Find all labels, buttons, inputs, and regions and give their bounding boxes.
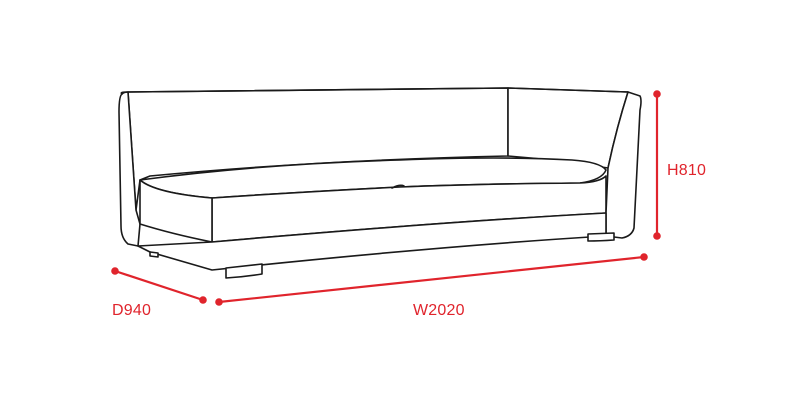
sofa-right-arm-outer bbox=[605, 91, 642, 239]
sofa-back-top-edge bbox=[121, 87, 629, 95]
sofa-leg-front bbox=[225, 263, 263, 279]
dimension-lines bbox=[111, 90, 661, 306]
height-dimension-top-marker bbox=[653, 90, 661, 98]
depth-label: D940 bbox=[112, 302, 152, 319]
height-dimension-bottom-marker bbox=[653, 232, 661, 240]
sofa-leg-back bbox=[149, 251, 159, 258]
sofa-cushion-seam bbox=[391, 184, 405, 189]
height-label: H810 bbox=[667, 162, 707, 179]
sofa-leg-right bbox=[587, 232, 615, 242]
width-dimension-line bbox=[217, 255, 646, 304]
width-label: W2020 bbox=[413, 302, 465, 319]
depth-dimension-front-marker bbox=[199, 296, 207, 304]
width-dimension-right-marker bbox=[640, 253, 648, 261]
sofa-drawing bbox=[118, 87, 642, 279]
depth-dimension-line bbox=[113, 269, 205, 302]
width-dimension-left-marker bbox=[215, 298, 223, 306]
depth-dimension-back-marker bbox=[111, 267, 119, 275]
